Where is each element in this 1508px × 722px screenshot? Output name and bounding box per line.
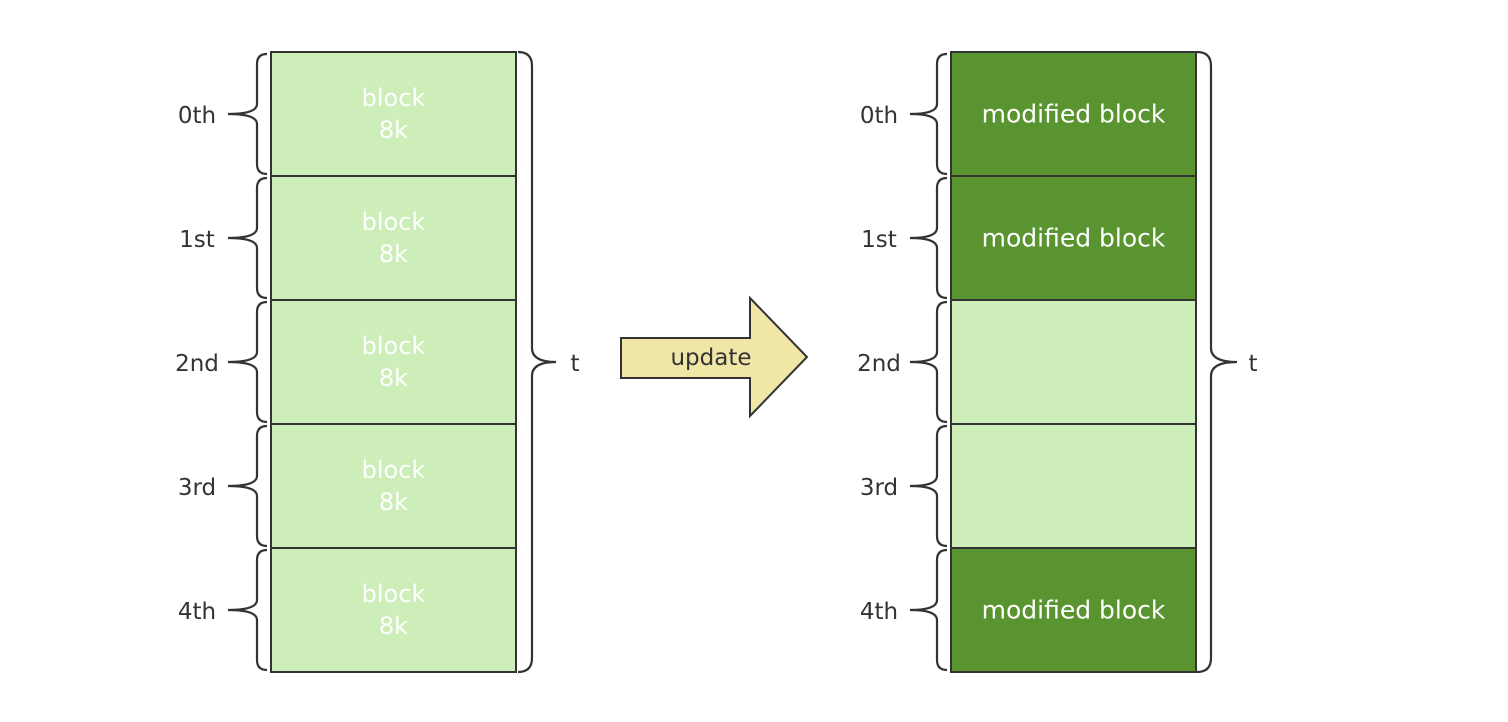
block-size-label: 8k <box>379 364 408 392</box>
modified-block-label: modified block <box>982 596 1166 625</box>
block-cell <box>270 175 517 301</box>
row-brace <box>909 424 948 548</box>
arrow-shape <box>620 295 809 419</box>
block-label: block <box>362 456 426 484</box>
row-index-label: 4th <box>860 599 898 625</box>
row-index-label: 3rd <box>860 475 898 501</box>
row-index-label: 0th <box>860 103 898 129</box>
block-size-label: 8k <box>379 612 408 640</box>
update-arrow: update <box>620 295 809 419</box>
row-brace <box>909 548 948 672</box>
row-index-label: 0th <box>178 103 216 129</box>
right-block-group: modified block 0th modified block 1st 2nd 3rd… <box>857 50 1258 674</box>
block-size-label: 8k <box>379 488 408 516</box>
total-label: t <box>1248 351 1257 377</box>
arrow-label: update <box>670 345 751 371</box>
modified-block-label: modified block <box>982 100 1166 129</box>
block-label: block <box>362 580 426 608</box>
modified-block-cell <box>950 175 1197 301</box>
row-brace <box>227 52 268 176</box>
block-size-label: 8k <box>379 116 408 144</box>
block-cell <box>270 547 517 673</box>
block-label: block <box>362 84 426 112</box>
row-brace <box>227 424 268 548</box>
row-index-label: 4th <box>178 599 216 625</box>
modified-block-label: modified block <box>982 224 1166 253</box>
row-brace <box>227 300 268 424</box>
block-label: block <box>362 208 426 236</box>
total-label: t <box>570 351 579 377</box>
row-brace <box>909 176 948 300</box>
block-cell <box>270 299 517 425</box>
modified-block-cell <box>950 547 1197 673</box>
block-cell <box>270 51 517 177</box>
row-index-label: 3rd <box>178 475 216 501</box>
row-brace <box>227 548 268 672</box>
modified-block-cell <box>950 51 1197 177</box>
row-brace <box>227 176 268 300</box>
block-cell <box>950 423 1197 549</box>
block-label: block <box>362 332 426 360</box>
block-cell <box>950 299 1197 425</box>
left-block-group: block 8k 0th block 8k 1st block 8k 2nd block 8k 3rd… <box>175 50 580 674</box>
block-cell <box>270 423 517 549</box>
row-index-label: 1st <box>861 227 897 253</box>
block-size-label: 8k <box>379 240 408 268</box>
row-index-label: 2nd <box>857 351 901 377</box>
row-brace <box>909 300 948 424</box>
total-brace <box>517 50 557 674</box>
row-brace <box>909 52 948 176</box>
row-index-label: 1st <box>179 227 215 253</box>
total-brace <box>1196 50 1238 674</box>
row-index-label: 2nd <box>175 351 219 377</box>
